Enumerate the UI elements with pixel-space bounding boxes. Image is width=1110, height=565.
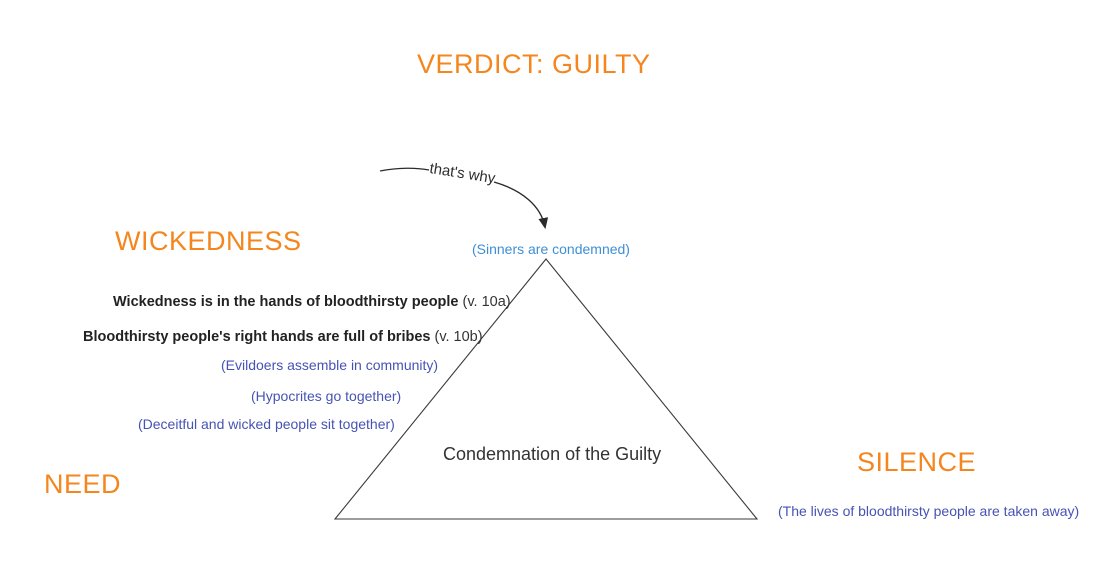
note-evildoers: (Evildoers assemble in community) — [221, 357, 439, 373]
arrow-leader-line — [379, 167, 430, 172]
label-need: NEED — [44, 469, 122, 499]
arrow-label: that's why — [428, 160, 497, 188]
verse-line-10a: Wickedness is in the hands of bloodthirs… — [113, 294, 511, 310]
arrow-curve — [493, 181, 549, 230]
verse-10b-text: Bloodthirsty people's right hands are fu… — [83, 329, 431, 345]
verse-10a-text: Wickedness is in the hands of bloodthirs… — [113, 294, 459, 310]
verse-10a-ref: (v. 10a) — [458, 294, 511, 310]
note-hypocrites: (Hypocrites go together) — [251, 388, 402, 404]
verse-10b-ref: (v. 10b) — [430, 329, 483, 345]
verse-line-10b: Bloodthirsty people's right hands are fu… — [83, 329, 483, 345]
page-title: VERDICT: GUILTY — [417, 49, 651, 79]
note-lives-taken: (The lives of bloodthirsty people are ta… — [778, 503, 1080, 519]
note-deceitful: (Deceitful and wicked people sit togethe… — [138, 416, 395, 432]
label-silence: SILENCE — [857, 447, 977, 477]
label-wickedness: WICKEDNESS — [115, 226, 302, 256]
triangle-label: Condemnation of the Guilty — [443, 444, 662, 464]
apex-note: (Sinners are condemned) — [472, 241, 630, 257]
